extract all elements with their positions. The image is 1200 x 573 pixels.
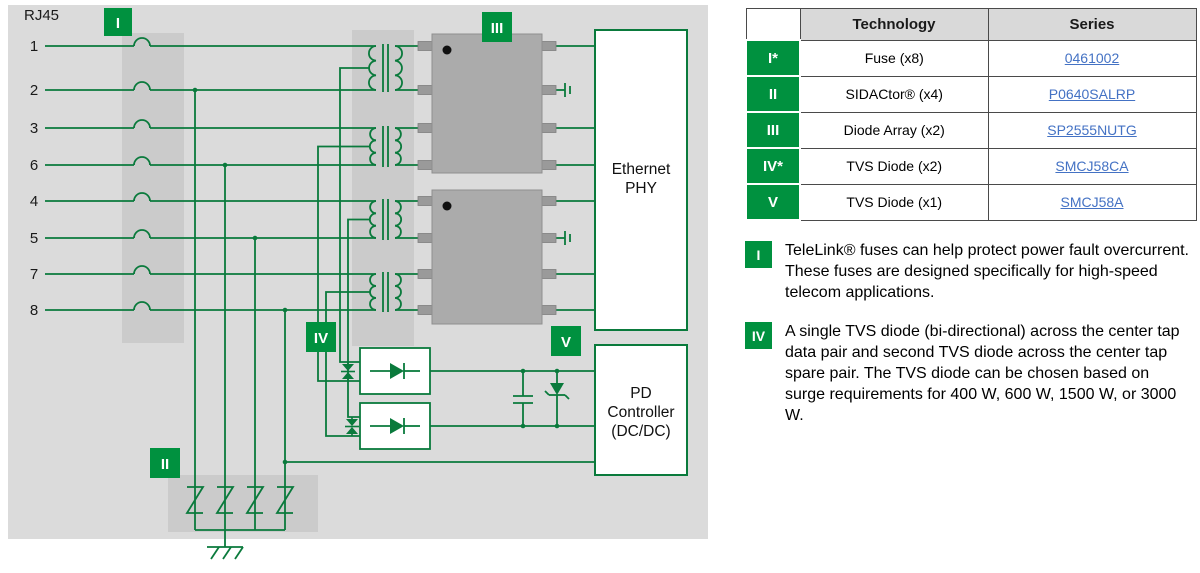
junction-dots — [192, 87, 560, 465]
pd-controller-label: Controller — [607, 404, 674, 421]
table-row: V TVS Diode (x1) SMCJ58A — [745, 183, 1197, 221]
row-technology: SIDACtor® (x4) — [799, 75, 989, 113]
ethernet-phy-box: Ethernet PHY — [594, 29, 688, 331]
pin-label: 8 — [30, 302, 38, 319]
pd-controller-label: (DC/DC) — [611, 423, 670, 440]
row-series: SMCJ58A — [987, 183, 1197, 221]
badge-ii: II — [150, 448, 180, 478]
pin-label: 5 — [30, 230, 38, 247]
table-row: II SIDACtor® (x4) P0640SALRP — [745, 75, 1197, 113]
bridge-rectifier-2 — [359, 402, 431, 450]
header-technology: Technology — [799, 8, 989, 41]
pin1-dot — [442, 45, 452, 55]
note-tvs-diode: IV A single TVS diode (bi-directional) a… — [745, 322, 1195, 426]
pin-label: 6 — [30, 157, 38, 174]
header-series: Series — [987, 8, 1197, 41]
row-series: 0461002 — [987, 39, 1197, 77]
circuit-diagram-panel: RJ45 1 2 3 6 4 5 7 8 — [8, 5, 708, 560]
circuit-diagram: RJ45 1 2 3 6 4 5 7 8 — [8, 5, 708, 560]
pin1-dot — [442, 201, 452, 211]
row-series: SP2555NUTG — [987, 111, 1197, 149]
svg-text:II: II — [161, 456, 169, 473]
tvs-diode-1 — [341, 362, 355, 381]
row-badge: II — [745, 75, 801, 113]
svg-text:III: III — [491, 20, 504, 37]
table-header-row: Technology Series — [745, 8, 1197, 41]
table-row: IV* TVS Diode (x2) SMCJ58CA — [745, 147, 1197, 185]
row-technology: Fuse (x8) — [799, 39, 989, 77]
series-link[interactable]: SMCJ58A — [1060, 194, 1124, 210]
svg-text:I: I — [116, 15, 120, 32]
diode-array-chip-2 — [417, 189, 557, 325]
chip-body — [431, 189, 543, 325]
svg-text:V: V — [561, 334, 571, 351]
badge-iv: IV — [306, 322, 336, 352]
table-row: III Diode Array (x2) SP2555NUTG — [745, 111, 1197, 149]
badge-i: I — [104, 8, 132, 36]
rj45-pin-labels: 1 2 3 6 4 5 7 8 — [30, 38, 38, 319]
badge-iii: III — [482, 12, 512, 42]
row-technology: Diode Array (x2) — [799, 111, 989, 149]
series-link[interactable]: SMCJ58CA — [1055, 158, 1129, 174]
note-badge-i: I — [745, 241, 772, 268]
series-link[interactable]: 0461002 — [1064, 50, 1120, 66]
fuse-bank-strip — [122, 33, 184, 343]
table-row: I* Fuse (x8) 0461002 — [745, 39, 1197, 77]
ethernet-phy-label: Ethernet — [612, 161, 671, 178]
ethernet-phy-label: PHY — [625, 180, 657, 197]
note-telelink-fuses: I TeleLink® fuses can help protect power… — [745, 241, 1195, 303]
pin-label: 7 — [30, 266, 38, 283]
row-badge: V — [745, 183, 801, 221]
pd-controller-label: PD — [630, 385, 652, 402]
row-series: P0640SALRP — [987, 75, 1197, 113]
row-badge: III — [745, 111, 801, 149]
pin-label: 1 — [30, 38, 38, 55]
pin-label: 3 — [30, 120, 38, 137]
isolation-transformers — [368, 44, 403, 312]
tvs-diode-2 — [345, 417, 359, 436]
technology-table: Technology Series I* Fuse (x8) 0461002 I… — [745, 8, 1197, 221]
pin-label: 4 — [30, 193, 38, 210]
series-link[interactable]: P0640SALRP — [1048, 86, 1136, 102]
row-badge: IV* — [745, 147, 801, 185]
row-technology: TVS Diode (x2) — [799, 147, 989, 185]
signal-wires — [45, 37, 595, 560]
series-link[interactable]: SP2555NUTG — [1047, 122, 1137, 138]
note-badge-iv: IV — [745, 322, 772, 350]
svg-text:IV: IV — [314, 330, 328, 347]
badge-v: V — [551, 326, 581, 356]
row-technology: TVS Diode (x1) — [799, 183, 989, 221]
row-badge: I* — [745, 39, 801, 77]
rj45-label: RJ45 — [24, 7, 59, 24]
note-text: A single TVS diode (bi-directional) acro… — [785, 323, 1180, 424]
sidactor-bank — [185, 486, 295, 514]
pin-label: 2 — [30, 82, 38, 99]
note-text: TeleLink® fuses can help protect power f… — [785, 242, 1189, 301]
sidactor-bank-strip — [168, 475, 318, 532]
info-panel: Technology Series I* Fuse (x8) 0461002 I… — [745, 8, 1197, 426]
diode-array-chip-1 — [417, 33, 557, 174]
chip-body — [431, 33, 543, 174]
pd-controller-box: PD Controller (DC/DC) — [594, 344, 688, 476]
row-series: SMCJ58CA — [987, 147, 1197, 185]
bridge-rectifier-1 — [359, 347, 431, 395]
zener-diode — [550, 383, 564, 395]
header-empty — [745, 8, 801, 41]
